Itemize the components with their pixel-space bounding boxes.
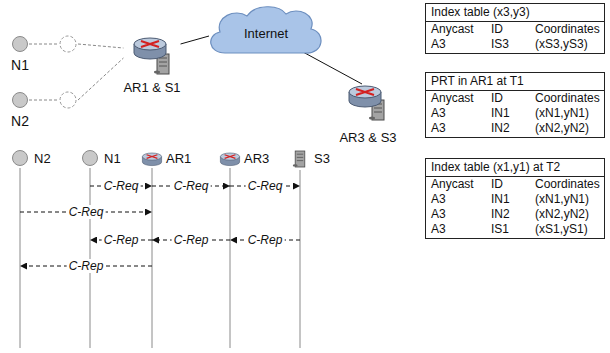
network-link [303,52,362,84]
internet-cloud: Internet [205,3,327,57]
message-label: C-Req [102,179,141,193]
hop-circle [60,92,76,108]
message-label: C-Rep [67,259,106,273]
node-label: IN1 [491,106,535,121]
node-label: ID [491,177,535,192]
node-label: A3 [431,106,491,121]
node-label: A3 [431,121,491,136]
node-label: Coordinates [535,177,600,192]
node-label: AR1 & S1 [123,80,180,95]
node-label: (xS3,yS3) [535,37,600,52]
data-table: PRT in AR1 at T1 AnycastIDCoordinatesA3IN… [425,72,605,138]
data-table: Index table (x3,y3) AnycastIDCoordinatesA… [425,3,605,54]
node-label: Coordinates [535,91,600,106]
node-label: N2 [34,151,51,166]
message-label: C-Rep [246,233,285,247]
router-icon [220,153,239,166]
node-circle [12,92,28,108]
router-icon [134,38,166,59]
node-label: (xN2,yN2) [535,207,600,222]
node-label: IS1 [491,222,535,237]
node-label: Internet [244,20,288,41]
data-table: Index table (x1,y1) at T2 AnycastIDCoordi… [425,158,605,239]
node-circle [82,150,98,166]
node-label: A3 [431,222,491,237]
node-circle [12,36,28,52]
lifeline-head: S3 [291,149,330,167]
icon-slot [221,149,239,167]
node-label: (xN2,yN2) [535,121,600,136]
node-label: IN2 [491,207,535,222]
node-label: IS3 [491,37,535,52]
node-label: S3 [314,151,330,166]
node-label: AR3 & S3 [339,130,396,145]
node-label: Index table (x3,y3) [431,5,599,20]
router-server: AR1 & S1 [123,30,180,95]
node-label: (xS1,yS1) [535,222,600,237]
node-label: N1 [104,151,121,166]
message-label: C-Req [67,205,106,219]
node-label: Anycast [431,177,491,192]
message-label: C-Req [172,179,211,193]
lifeline-head: N2 [11,149,51,167]
node-label: Coordinates [535,22,600,37]
node-circle [12,150,28,166]
router-icon [142,153,161,166]
router-icon [349,86,381,107]
node-label: (xN1,yN1) [535,106,600,121]
node-label: IN2 [491,121,535,136]
node-label: PRT in AR1 at T1 [431,74,599,89]
mobile-node: N2 [11,92,29,129]
icon-slot [143,149,161,167]
node-label: A3 [431,37,491,52]
node-label: ID [491,91,535,106]
node-label: AR3 [244,151,269,166]
lifelines [20,168,300,348]
mobile-node: N1 [11,36,29,73]
node-label: Index table (x1,y1) at T2 [431,160,599,175]
message-label: C-Rep [172,233,211,247]
network-link [181,36,209,44]
node-label: AR1 [166,151,191,166]
node-label: ID [491,22,535,37]
message-label: C-Req [246,179,285,193]
server-icon [293,151,305,167]
network-link [29,58,123,100]
lifeline-head: N1 [81,149,121,167]
node-label: A3 [431,192,491,207]
node-label: IN1 [491,192,535,207]
hop-circle [60,36,76,52]
router-server: AR3 & S3 [339,84,396,145]
node-label: N1 [11,57,29,73]
node-label: Anycast [431,91,491,106]
message-label: C-Rep [102,233,141,247]
icon-slot [291,149,309,167]
node-label: (xN1,yN1) [535,192,600,207]
node-label: Anycast [431,22,491,37]
lifeline-head: AR1 [143,149,191,167]
node-label: A3 [431,207,491,222]
network-link [29,44,123,48]
lifeline-head: AR3 [221,149,269,167]
node-label: N2 [11,113,29,129]
